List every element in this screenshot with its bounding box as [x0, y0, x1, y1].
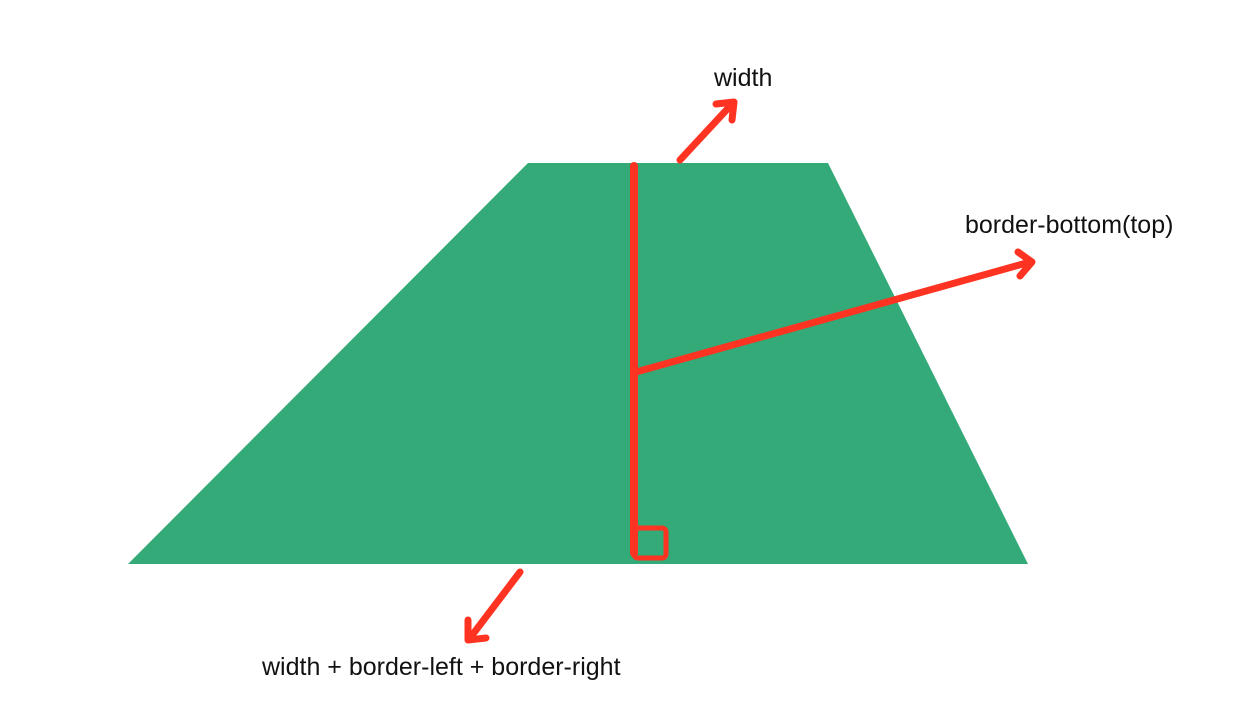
bottom-pointer-line [466, 568, 524, 642]
border-arrow-head [1014, 248, 1036, 280]
trapezoid-shape [128, 163, 1028, 564]
border-height-label: border-bottom(top) [965, 211, 1174, 239]
border-pointer-line [632, 258, 1034, 376]
top-width-label: width [714, 64, 773, 92]
right-angle-marker [631, 525, 669, 561]
bottom-width-label: width + border-left + border-right [262, 653, 621, 681]
bottom-arrow-head [464, 616, 490, 644]
width-pointer-line [676, 100, 736, 164]
width-arrow-head [712, 98, 738, 124]
